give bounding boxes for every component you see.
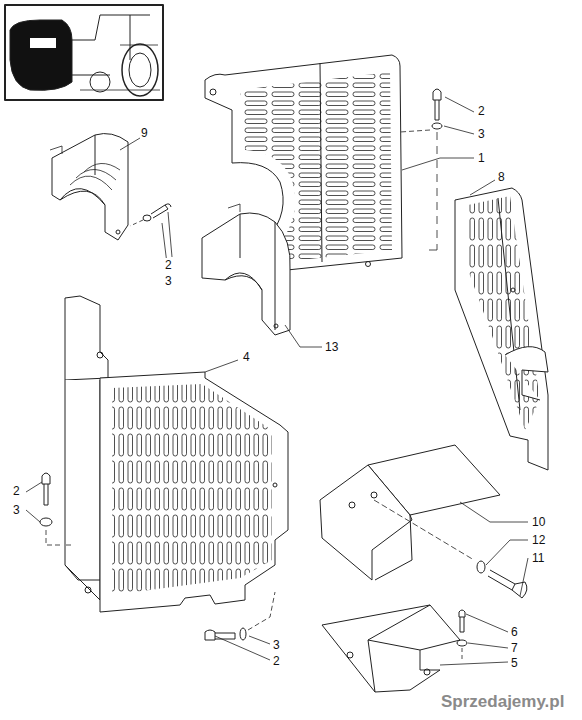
callout-number: 9 (140, 126, 149, 140)
callout-number: 13 (324, 340, 339, 354)
callout-number: 7 (510, 641, 519, 655)
callout-number: 2 (477, 104, 486, 118)
location-inset (5, 5, 163, 100)
callout-number: 2 (12, 484, 21, 498)
watermark: Sprzedajemy.pl (440, 692, 565, 712)
callout-number: 11 (531, 551, 545, 565)
leader-line (26, 97, 528, 665)
tube-shield (202, 204, 290, 335)
small-bracket (322, 605, 460, 692)
callout-number: 2 (164, 258, 173, 272)
callout-number: 4 (242, 350, 251, 364)
callout-number: 1 (477, 151, 486, 165)
bolt (40, 473, 72, 545)
bolt (205, 592, 275, 640)
tube-shield (50, 134, 128, 240)
bolt (400, 89, 442, 250)
bracket (320, 445, 500, 580)
callout-number: 6 (510, 625, 519, 639)
callout-number: 3 (164, 274, 173, 288)
callout-number: 3 (12, 503, 21, 517)
bolt (477, 561, 527, 598)
bolt (457, 610, 467, 660)
bolt (130, 204, 171, 226)
callout-number: 3 (272, 638, 281, 652)
main-grille-panel (65, 296, 288, 612)
callout-number: 12 (531, 533, 546, 547)
callout-number: 10 (531, 515, 546, 529)
side-grille-panel (455, 188, 548, 470)
callout-number: 3 (477, 127, 486, 141)
callout-number: 5 (510, 656, 519, 670)
callout-number: 2 (272, 654, 281, 668)
callout-number: 8 (497, 170, 506, 184)
